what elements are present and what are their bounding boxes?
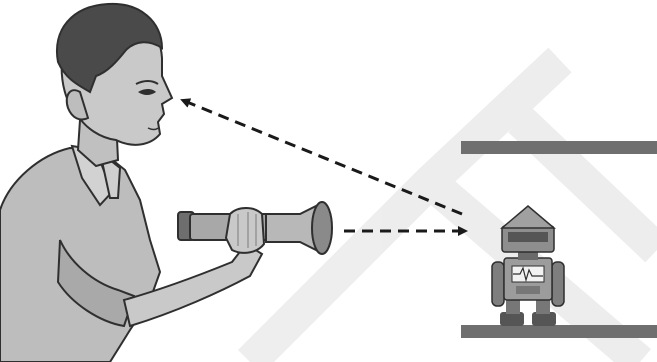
lower-shelf: [461, 325, 657, 338]
torch-lens: [312, 202, 332, 254]
robot-foot-left: [500, 312, 524, 326]
light-ray-robot-to-eye: [182, 100, 462, 214]
robot-foot-right: [532, 312, 556, 326]
boy-shirt: [0, 148, 160, 362]
torch: [178, 202, 332, 254]
boy-hand: [226, 208, 264, 253]
robot-arm-left: [492, 262, 504, 306]
robot-hat: [502, 206, 554, 228]
boy-figure: [0, 4, 262, 362]
robot-arm-right: [552, 262, 564, 306]
robot-visor: [508, 232, 548, 242]
upper-shelf: [461, 141, 657, 154]
